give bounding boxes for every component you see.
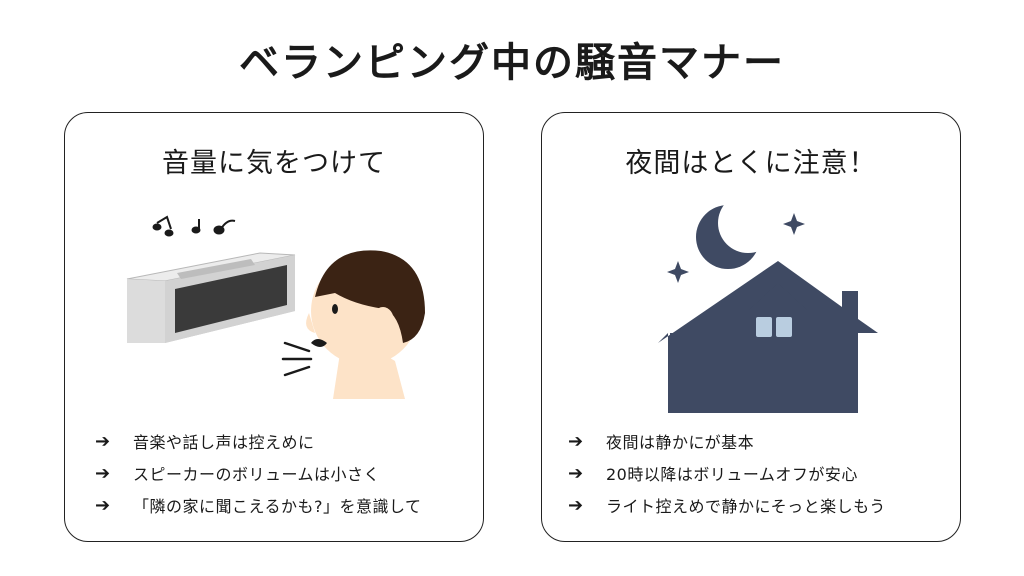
arrow-right-icon: ➔	[568, 430, 584, 452]
voice-lines-icon	[281, 341, 313, 377]
moon-icon	[696, 193, 778, 269]
arrow-right-icon: ➔	[95, 462, 111, 484]
card-title-volume: 音量に気をつけて	[162, 148, 386, 179]
sparkle-icon	[667, 213, 805, 283]
arrow-right-icon: ➔	[95, 494, 111, 516]
page-title: ベランピング中の騒音マナー	[239, 40, 785, 86]
speaker-person-illustration	[126, 215, 425, 399]
night-house-illustration	[658, 193, 878, 413]
list-item: ➔スピーカーのボリュームは小さく	[95, 462, 381, 485]
window-icon	[776, 317, 792, 337]
night-tips-list: ➔夜間は静かにが基本 ➔20時以降はボリュームオフが安心 ➔ライト控えめで静かに…	[568, 425, 886, 521]
list-item: ➔「隣の家に聞こえるかも?」を意識して	[95, 494, 422, 517]
volume-card: 音量に気をつけて	[64, 112, 484, 542]
list-item: ➔夜間は静かにが基本	[568, 430, 755, 453]
arrow-right-icon: ➔	[568, 494, 584, 516]
list-item: ➔音楽や話し声は控えめに	[95, 430, 315, 453]
house-icon	[658, 261, 878, 413]
night-card: 夜間はとくに注意！ ➔夜間は静かにが基本 ➔20時以降はボリュームオフが安心 ➔…	[541, 112, 961, 542]
arrow-right-icon: ➔	[95, 430, 111, 452]
person-icon	[306, 250, 425, 399]
arrow-right-icon: ➔	[568, 462, 584, 484]
music-notes-icon	[152, 215, 236, 237]
list-item: ➔20時以降はボリュームオフが安心	[568, 462, 858, 485]
list-item: ➔ライト控えめで静かにそっと楽しもう	[568, 494, 886, 517]
card-title-night: 夜間はとくに注意！	[625, 148, 877, 179]
window-icon	[756, 317, 772, 337]
speaker-icon	[126, 252, 296, 343]
volume-tips-list: ➔音楽や話し声は控えめに ➔スピーカーのボリュームは小さく ➔「隣の家に聞こえる…	[95, 425, 422, 521]
